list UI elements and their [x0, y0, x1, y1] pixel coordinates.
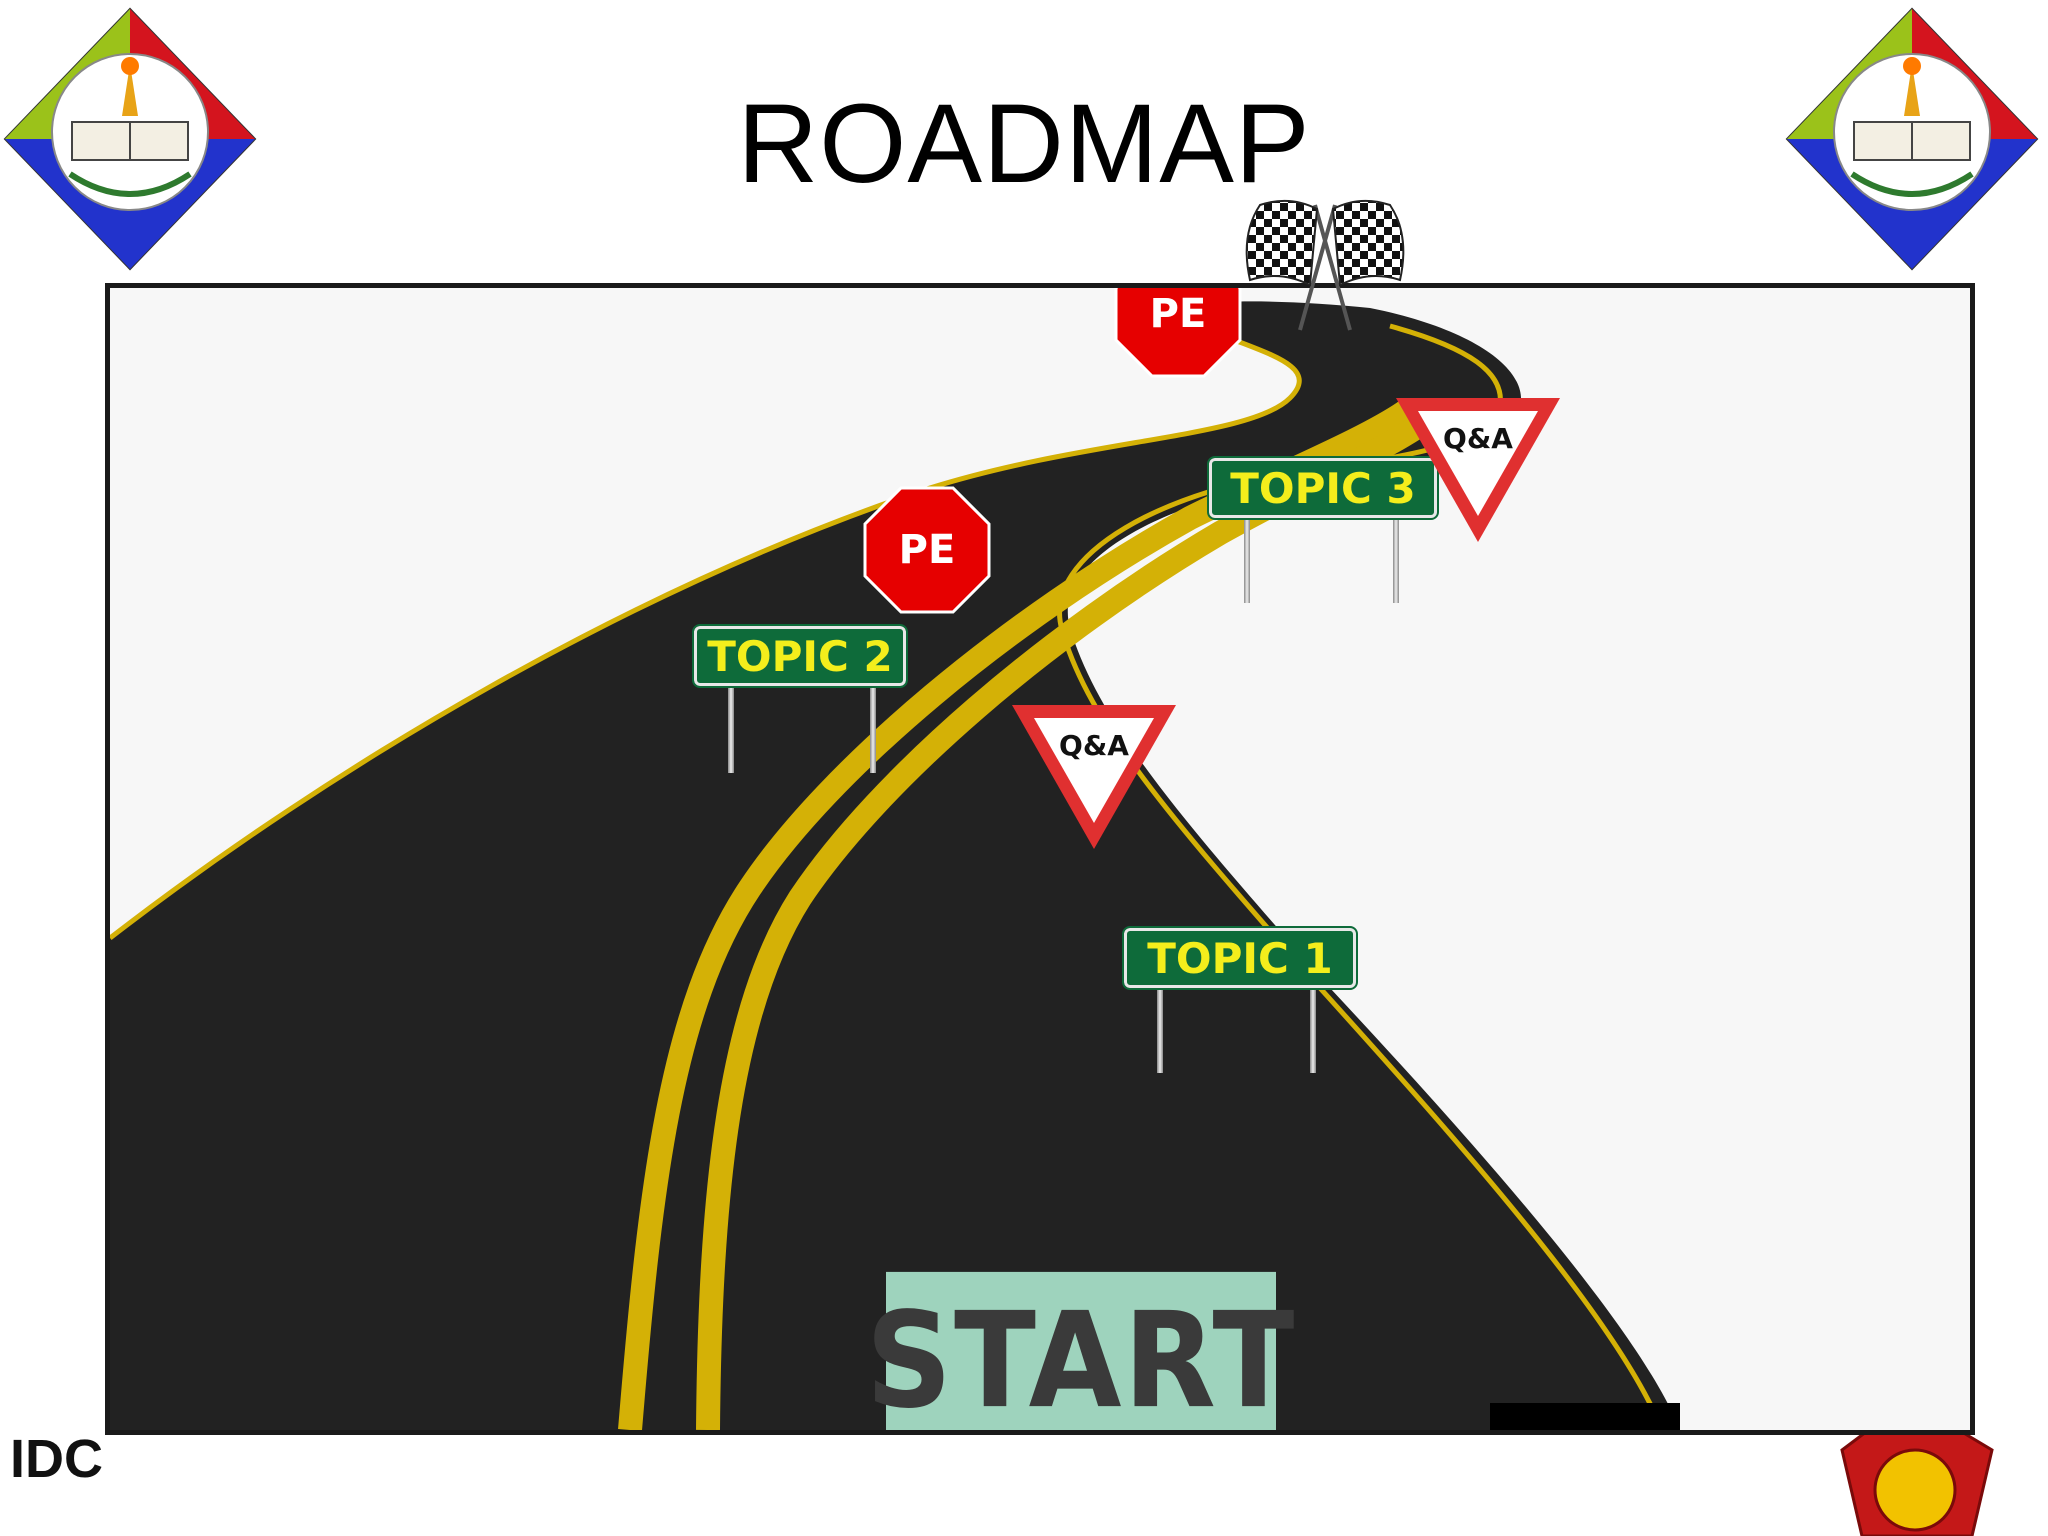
qa-label: Q&A: [1059, 729, 1129, 762]
start-sign: START: [866, 1271, 1294, 1430]
stop-sign-icon: [863, 486, 991, 614]
sign-post: [1244, 458, 1250, 603]
pe-label: PE: [1149, 291, 1207, 337]
sign-post: [1157, 928, 1163, 1073]
pe-stop-sign-upper: PE: [1114, 288, 1242, 378]
topic-1-sign: TOPIC 1: [1122, 926, 1358, 990]
qa-yield-sign-lower: Q&A: [1008, 701, 1180, 853]
sign-post: [870, 628, 876, 773]
roadmap-illustration: START TOPIC 1 TOPIC 2 TOPIC 3 PE PE Q&A: [105, 283, 1975, 1435]
yield-sign-icon: [1396, 398, 1560, 542]
yield-sign-icon: [1012, 705, 1176, 849]
qa-label: Q&A: [1443, 422, 1513, 455]
pe-label: PE: [898, 527, 956, 573]
pe-stop-sign-lower: PE: [863, 486, 991, 614]
pnp-training-logo-right: [1785, 7, 2039, 271]
topic-3-sign: TOPIC 3: [1207, 456, 1439, 520]
qa-yield-sign-upper: Q&A: [1392, 394, 1564, 546]
sign-post: [1393, 458, 1399, 603]
winding-road: [110, 301, 1680, 1430]
slide-title: ROADMAP: [737, 81, 1311, 206]
topic-2-sign: TOPIC 2: [692, 624, 908, 688]
pnp-training-logo-left: [3, 7, 257, 271]
checkered-flags-icon: [1245, 199, 1405, 331]
sign-post: [728, 628, 734, 773]
sign-post: [1310, 928, 1316, 1073]
stop-sign-icon: [1114, 288, 1242, 378]
footer-label: IDC: [10, 1429, 103, 1489]
